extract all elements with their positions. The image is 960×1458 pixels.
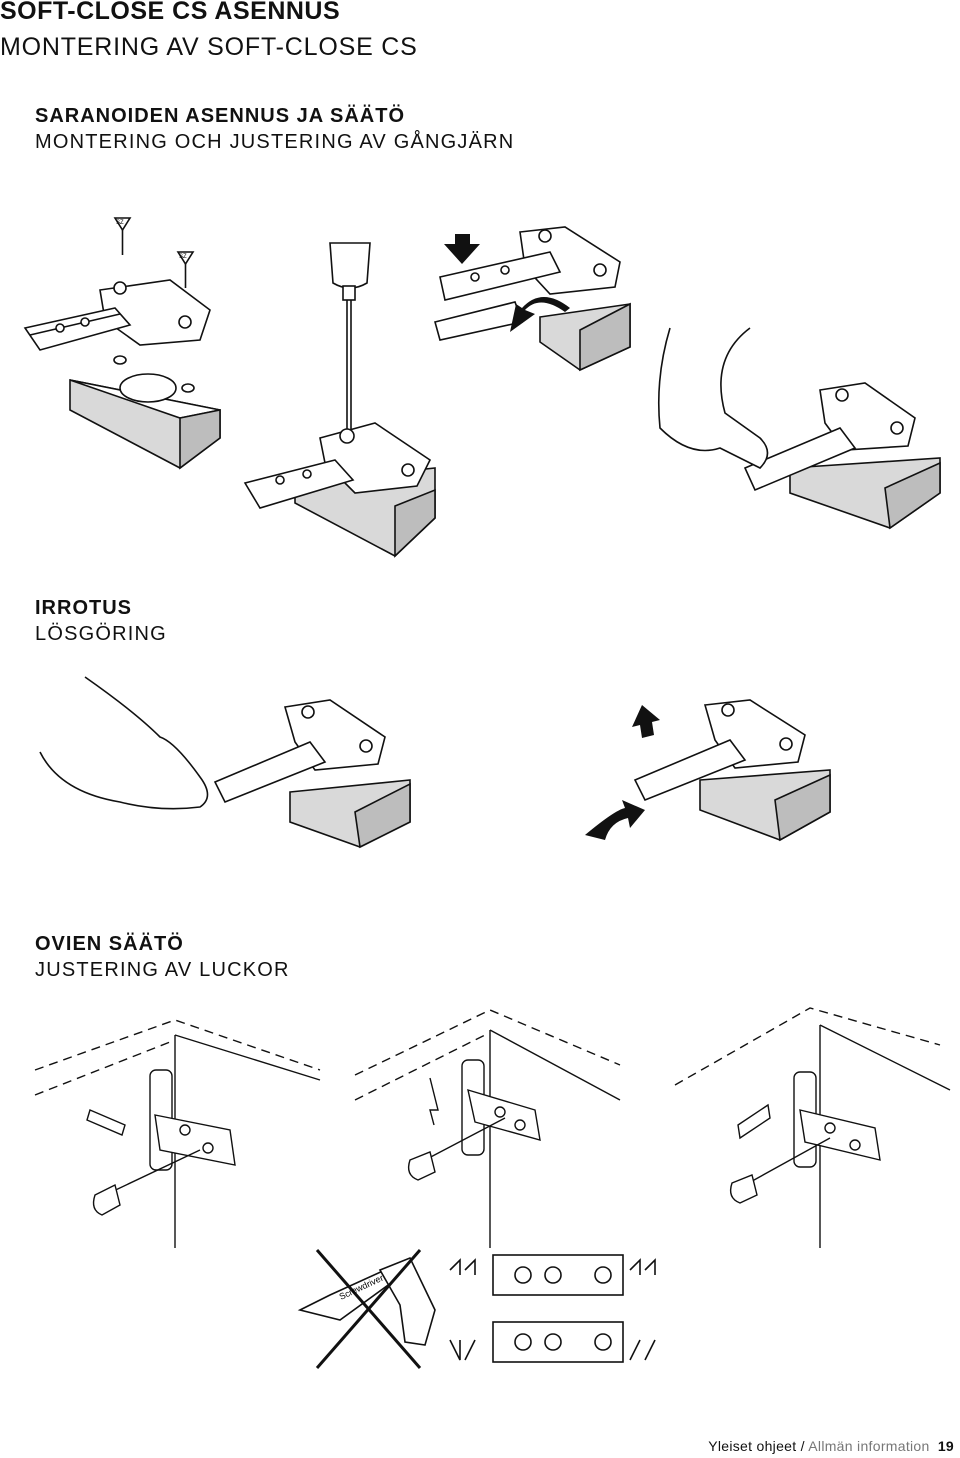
height-adjustment-figure xyxy=(354,1009,621,1248)
page-number: 19 xyxy=(937,1438,954,1454)
mounting-title: SARANOIDEN ASENNUS JA SÄÄTÖ xyxy=(35,105,405,127)
footer-section-name: Yleiset ohjeet / xyxy=(708,1438,805,1454)
hinge-removal-arrows-figure xyxy=(585,699,831,842)
hand-release-hinge-figure xyxy=(39,676,411,849)
hinge-plate-orientation-figure xyxy=(449,1254,656,1363)
removal-subtitle: LÖSGÖRING xyxy=(35,623,167,645)
screw-label-2: SZ xyxy=(179,254,187,260)
hinge-screw-placement-figure: SZ SZ xyxy=(23,217,221,470)
screwdriver-tightening-figure xyxy=(243,242,436,558)
hand-press-hinge-figure xyxy=(657,327,941,530)
mounting-subtitle: MONTERING OCH JUSTERING AV GÅNGJÄRN xyxy=(35,131,515,153)
page-footer: Yleiset ohjeet / Allmän information 19 xyxy=(708,1438,954,1454)
page-subtitle: MONTERING AV SOFT-CLOSE CS xyxy=(0,33,418,61)
page-title: SOFT-CLOSE CS ASENNUS xyxy=(0,0,341,25)
clip-on-arm-figure xyxy=(434,226,631,372)
adjustment-title: OVIEN SÄÄTÖ xyxy=(35,933,184,955)
no-power-drill-figure: Screwdriver xyxy=(297,1249,436,1369)
screw-label-1: SZ xyxy=(116,220,124,226)
depth-adjustment-figure xyxy=(674,1007,951,1248)
removal-title: IRROTUS xyxy=(35,597,132,619)
side-adjustment-figure xyxy=(34,1019,321,1248)
footer-section-name-sv: Allmän information xyxy=(808,1438,930,1454)
adjustment-subtitle: JUSTERING AV LUCKOR xyxy=(35,959,290,981)
